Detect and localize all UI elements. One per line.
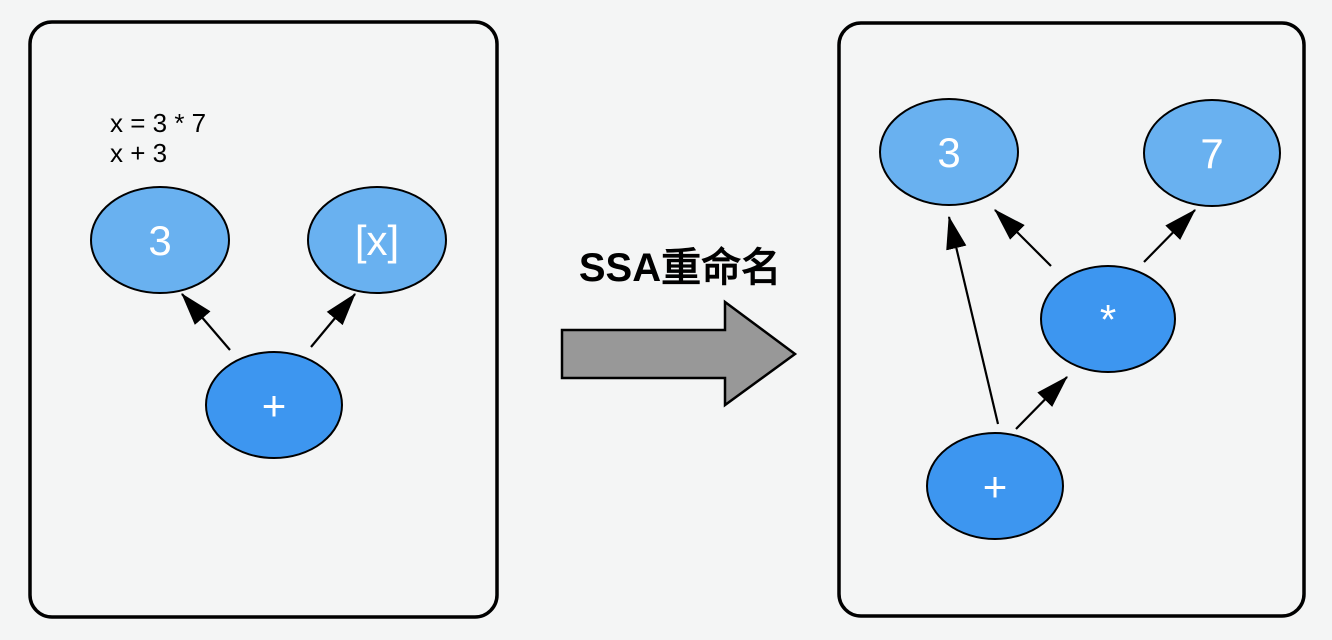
left-node-var-x	[307, 186, 447, 294]
right-node-const-7	[1143, 99, 1281, 207]
right-node-const-3	[879, 98, 1019, 206]
left-panel	[28, 20, 499, 619]
code-line-1: x = 3 * 7	[110, 108, 206, 138]
left-node-var-x-label: [x]	[355, 217, 399, 264]
right-node-op-plus-label: +	[983, 463, 1008, 510]
code-line-2: x + 3	[110, 138, 167, 168]
transform-label: SSA重命名	[579, 245, 781, 290]
right-edge-mul-to-3	[994, 209, 1052, 267]
right-node-op-plus	[926, 432, 1064, 540]
left-edge-plus-to-3	[181, 293, 231, 351]
right-node-const-7-label: 7	[1200, 130, 1223, 177]
left-node-const-3-label: 3	[148, 217, 171, 264]
right-edge-plus-to-3	[946, 215, 1000, 425]
left-node-op-plus	[205, 351, 343, 459]
right-edge-mul-to-7	[1143, 209, 1196, 263]
right-edge-plus-to-mul	[1015, 376, 1068, 430]
left-node-op-plus-label: +	[262, 382, 287, 429]
right-node-op-mul-label: *	[1100, 296, 1116, 343]
left-node-const-3	[90, 186, 230, 294]
right-node-const-3-label: 3	[937, 129, 960, 176]
right-node-op-mul	[1040, 265, 1176, 373]
transform-arrow-icon	[560, 299, 798, 408]
left-edge-plus-to-x	[310, 293, 356, 348]
